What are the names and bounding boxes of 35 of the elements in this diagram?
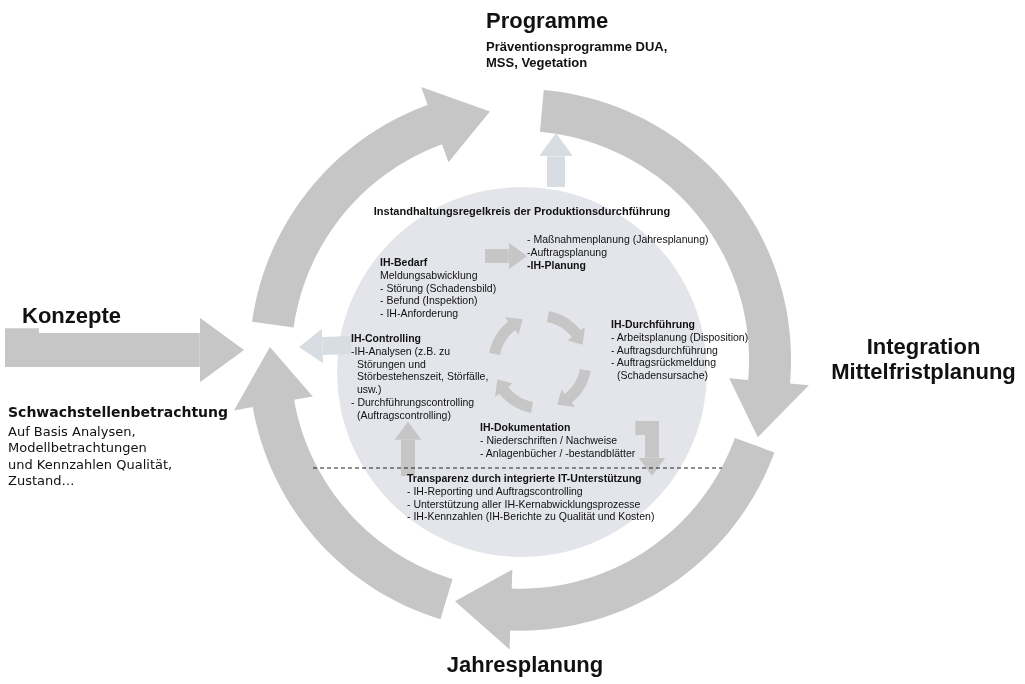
heading: IH-Controlling [351, 332, 421, 345]
heading: IH-Durchführung [611, 318, 695, 331]
arrow [394, 421, 422, 476]
arrow [635, 421, 666, 476]
text-line: Meldungsabwicklung [380, 268, 478, 282]
text-line: -Auftragsplanung [527, 245, 608, 259]
text-line: - Unterstützung aller IH-Kernabwicklungsprozesse [407, 497, 641, 511]
text-line: - Auftragsrückmeldung (Schadensursache) [611, 356, 718, 382]
heading: IH-Dokumentation [480, 421, 571, 434]
heading: IH-Bedarf [380, 256, 428, 269]
text-line: - Durchführungscontrolling (Auftragscontrolling) [351, 396, 476, 422]
text-line: - Maßnahmenplanung (Jahresplanung) [527, 233, 709, 246]
heading: -IH-Planung [527, 258, 586, 272]
heading: Konzepte [22, 303, 121, 329]
text-line: -IH-Analysen (z.B. zu Störungen und Störbestehenszeit, Störfälle, usw.) [351, 344, 490, 396]
description-text: Auf Basis Analysen, Modellbetrachtungen und Kennzahlen Qualität, Zustand… [8, 424, 173, 489]
heading: Instandhaltungsregelkreis der Produktionsdurchführung [373, 205, 671, 219]
heading: Integration Mittelfristplanung [830, 334, 1017, 385]
text-line: - IH-Kennzahlen (IH-Berichte zu Qualität und Kosten) [407, 510, 655, 524]
text-line: - IH-Reporting und Auftragscontrolling [407, 484, 583, 498]
heading: Transparenz durch integrierte IT-Unterstützung [407, 472, 642, 485]
text-line: - Arbeitsplanung (Disposition) [611, 330, 749, 344]
arrow [5, 317, 244, 383]
arrow [299, 328, 352, 364]
text-line: - Anlagenbücher / -bestandblätter [480, 446, 636, 460]
heading: Jahresplanung [446, 652, 604, 678]
text-line: - Befund (Inspektion) [380, 294, 478, 308]
text-line: - Niederschriften / Nachweise [480, 433, 618, 447]
arrow [538, 133, 574, 187]
text-line: - Auftragsdurchführung [611, 343, 718, 357]
text-line: - Störung (Schadensbild) [380, 281, 497, 295]
text-line: - IH-Anforderung [380, 307, 459, 320]
heading: Präventionsprogramme DUA, MSS, Vegetation [486, 39, 669, 71]
arrow [485, 242, 527, 270]
heading: Programme [486, 8, 609, 34]
